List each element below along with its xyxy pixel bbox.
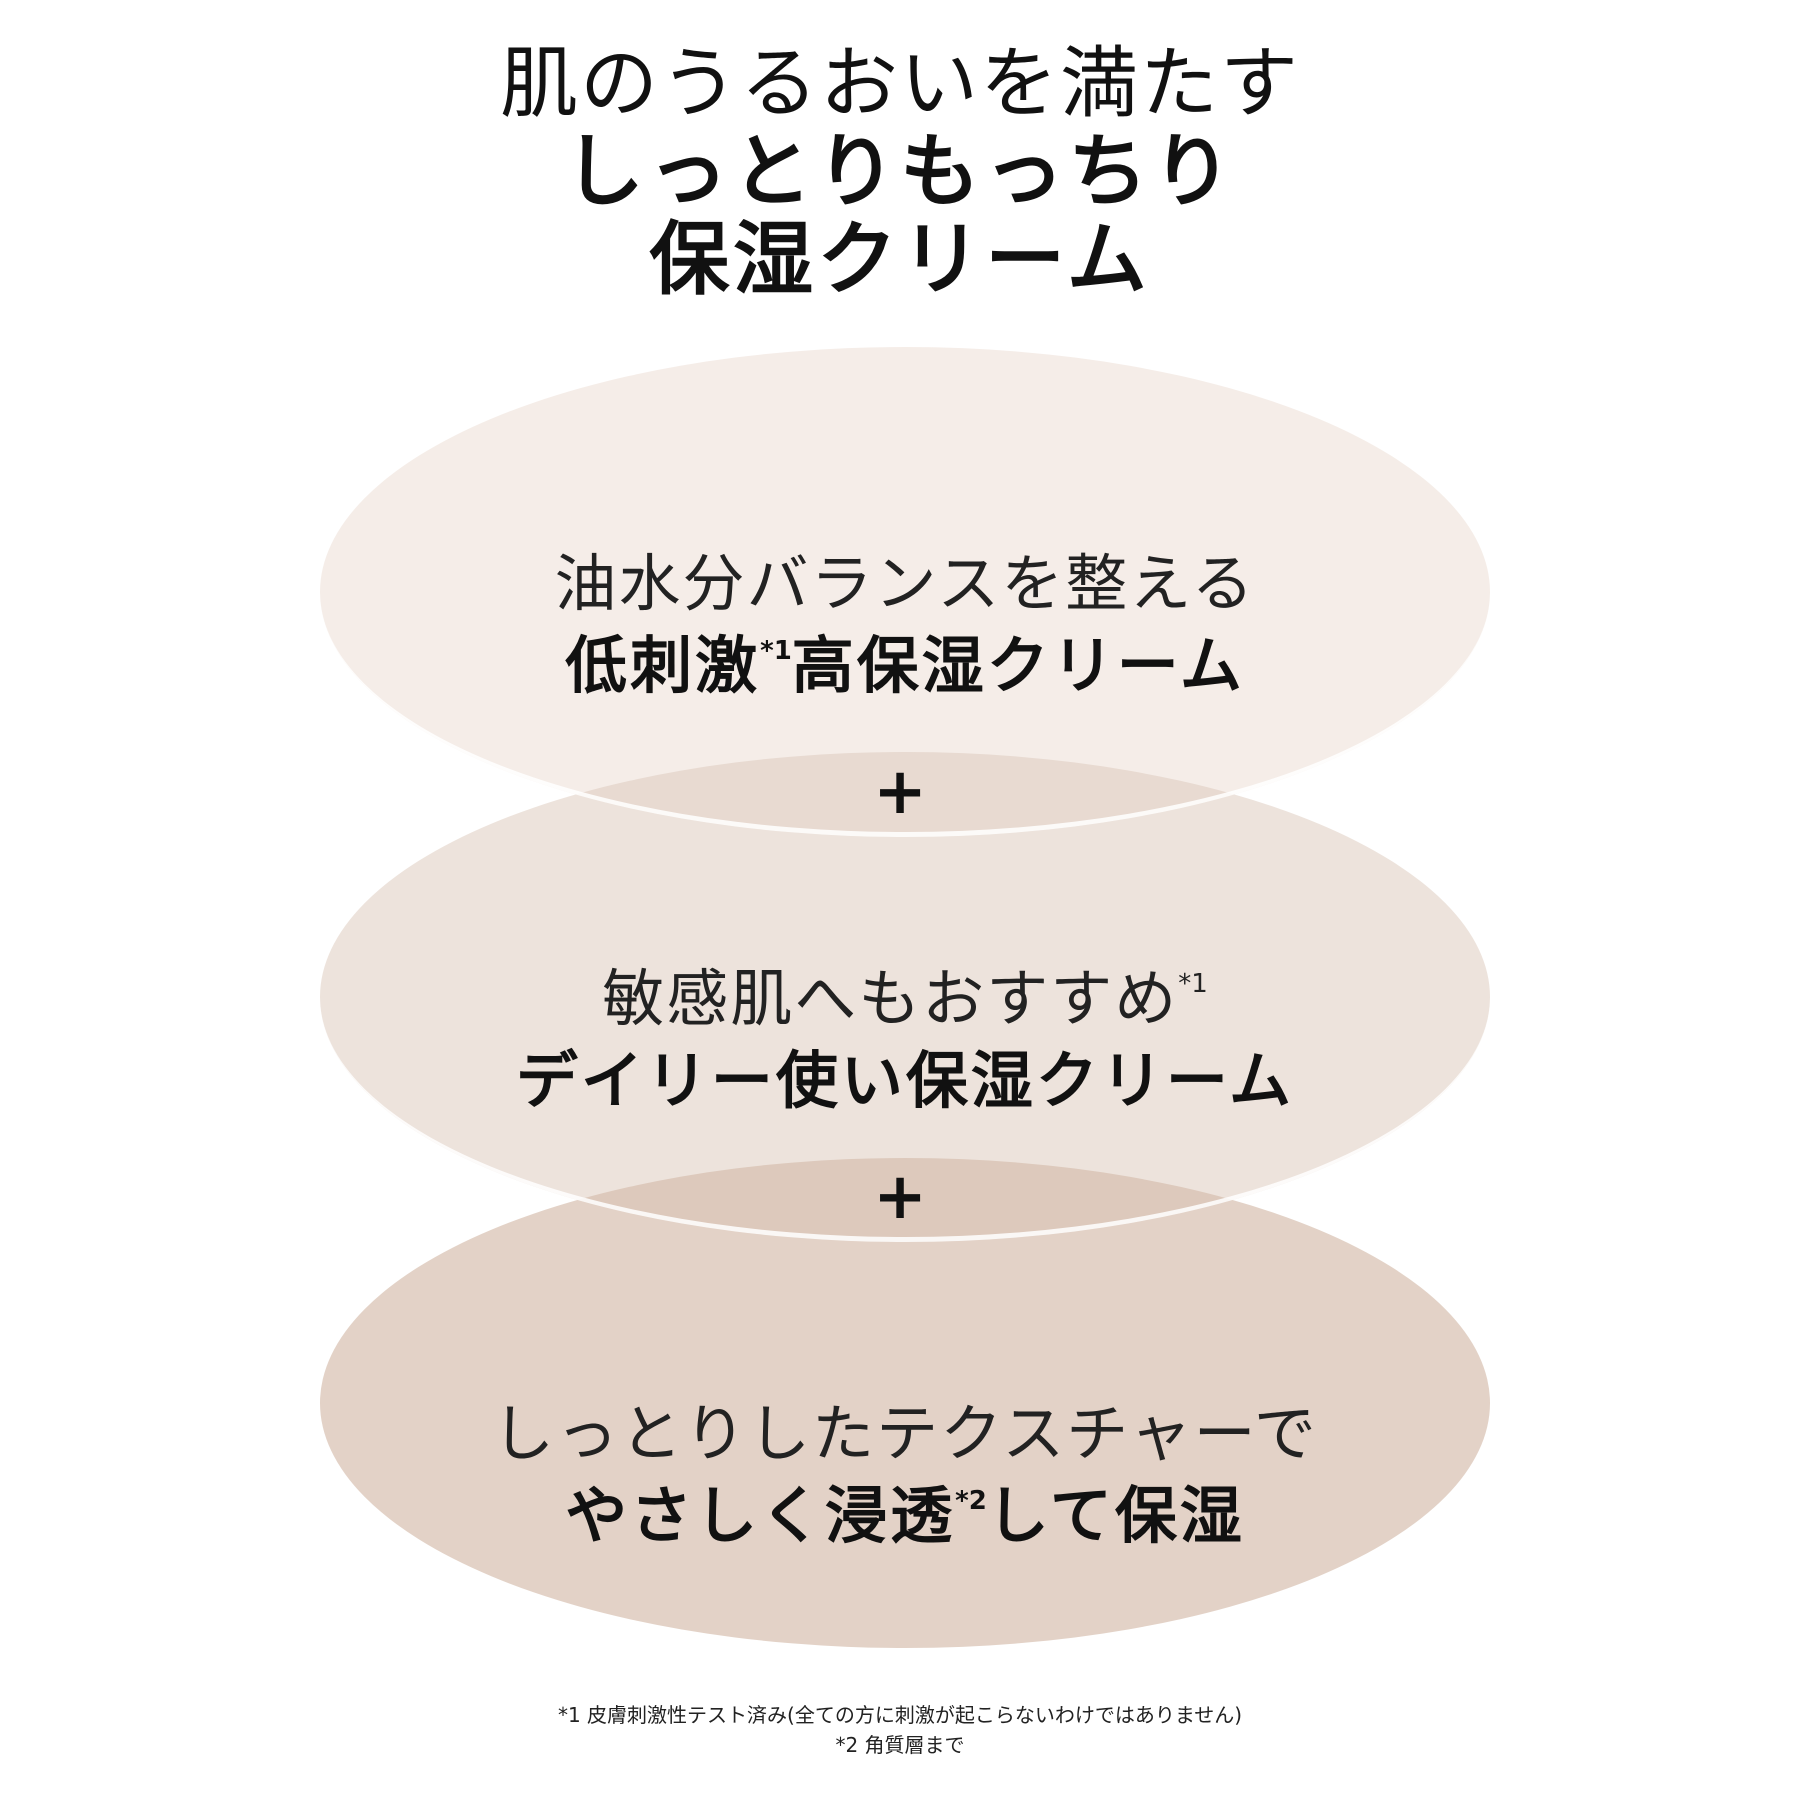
- plus-connector-1: +: [873, 755, 927, 829]
- footnotes: *1 皮膚刺激性テスト済み(全ての方に刺激が起こらないわけではありません) *2…: [0, 1700, 1800, 1760]
- feature-1-line-2-text-b: 高保湿クリーム: [791, 629, 1245, 702]
- feature-2-line-1: 敏感肌へもおすすめ*1: [320, 958, 1490, 1040]
- footnote-2: *2 角質層まで: [835, 1733, 965, 1757]
- headline-line-3: 保湿クリーム: [649, 213, 1151, 306]
- headline-line-1: 肌のうるおいを満たす: [499, 39, 1300, 129]
- feature-2-line-1-text: 敏感肌へもおすすめ: [602, 962, 1179, 1035]
- footnote-1: *1 皮膚刺激性テスト済み(全ての方に刺激が起こらないわけではありません): [557, 1703, 1243, 1727]
- feature-3-line-2-text-b: して保湿: [986, 1479, 1245, 1552]
- headline-line-2: しっとりもっちり: [564, 125, 1236, 218]
- feature-2-line-2: デイリー使い保湿クリーム: [515, 1044, 1295, 1117]
- feature-block-1: 油水分バランスを整える 低刺激*1高保湿クリーム: [320, 543, 1490, 707]
- feature-3-line-1: しっとりしたテクスチャーで: [492, 1397, 1318, 1470]
- feature-3-line-2-text-a: やさしく浸透: [565, 1479, 956, 1552]
- feature-1-line-2-text-a: 低刺激: [565, 629, 761, 702]
- feature-3-line-2: やさしく浸透*2して保湿: [320, 1475, 1490, 1557]
- footnote-marker-1: *1: [760, 636, 792, 666]
- headline: 肌のうるおいを満たす しっとりもっちり 保湿クリーム: [0, 40, 1800, 304]
- footnote-marker-2: *2: [955, 1486, 987, 1516]
- footnote-marker-1b: *1: [1178, 969, 1208, 999]
- feature-1-line-1: 油水分バランスを整える: [554, 547, 1256, 620]
- plus-connector-2: +: [873, 1160, 927, 1234]
- feature-block-2: 敏感肌へもおすすめ*1 デイリー使い保湿クリーム: [320, 958, 1490, 1122]
- feature-1-line-2: 低刺激*1高保湿クリーム: [320, 625, 1490, 707]
- ellipse-rim-2: [320, 752, 1490, 1242]
- feature-block-3: しっとりしたテクスチャーで やさしく浸透*2して保湿: [320, 1393, 1490, 1557]
